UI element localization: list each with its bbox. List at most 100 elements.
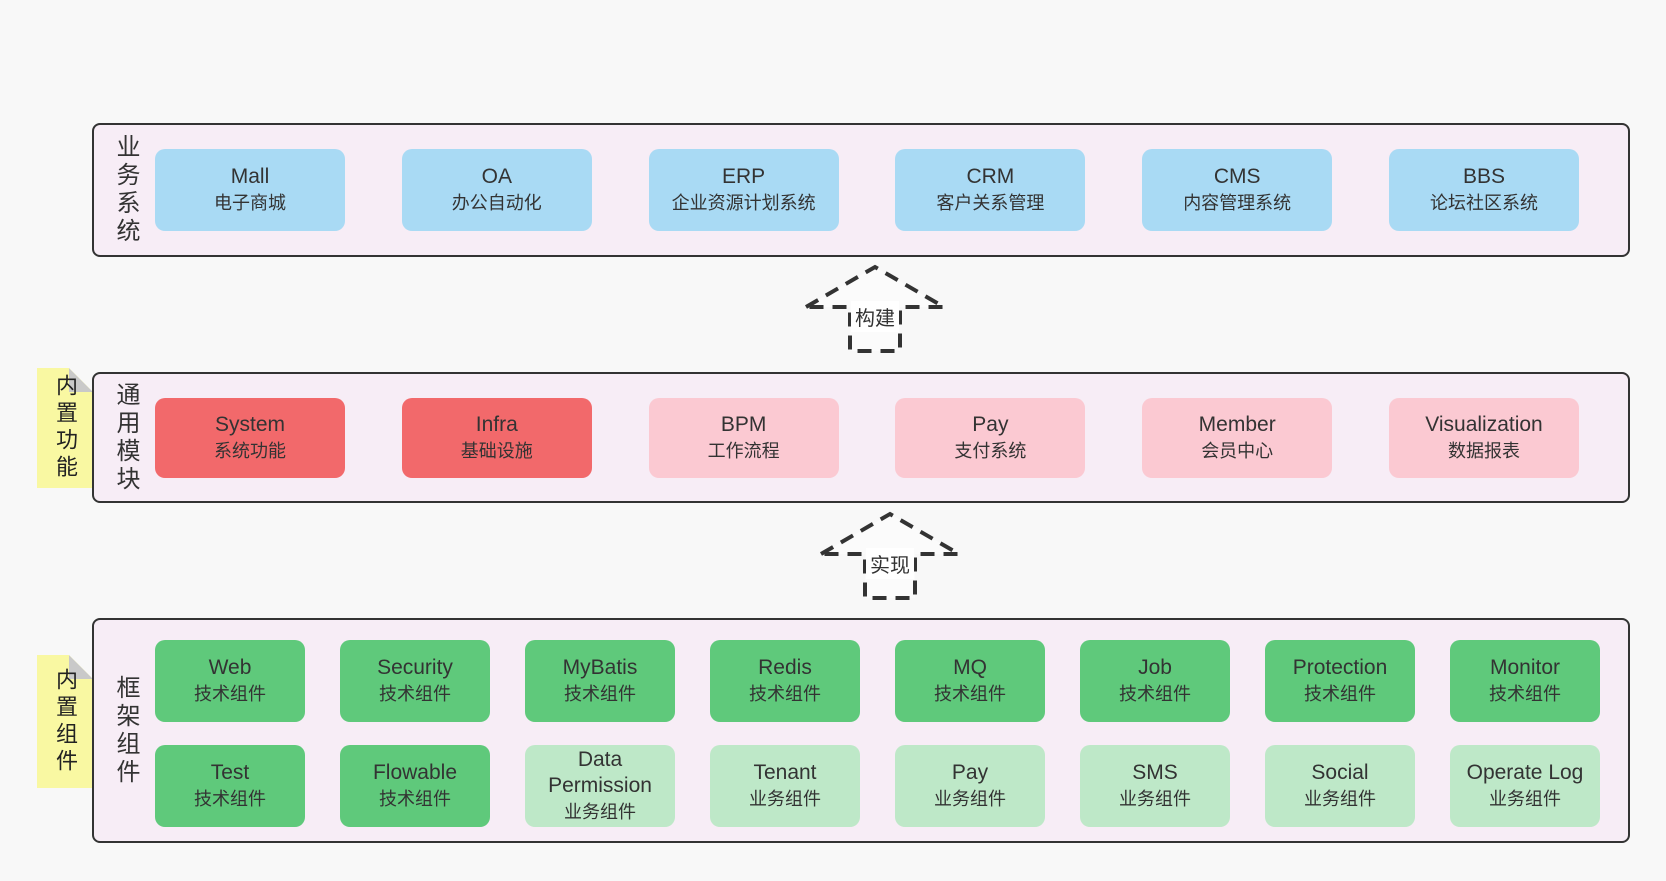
- sticky-label: 内置组件: [53, 667, 78, 776]
- box-member: Member 会员中心: [1142, 398, 1333, 478]
- sticky-note-builtin-components: 内置组件: [37, 655, 93, 788]
- box-mall: Mall 电子商城: [155, 149, 345, 231]
- box-title: Web: [208, 655, 252, 679]
- box-title: SMS: [1132, 760, 1178, 784]
- box-subtitle: 基础设施: [460, 441, 533, 462]
- implement-arrow: 实现: [815, 508, 965, 602]
- box-title: Infra: [475, 412, 518, 436]
- box-bbs: BBS 论坛社区系统: [1388, 149, 1579, 231]
- box-system: System 系统功能: [155, 398, 345, 478]
- sticky-note-builtin-features: 内置功能: [37, 368, 93, 488]
- box-subtitle: 办公自动化: [451, 193, 542, 214]
- box-infra: Infra 基础设施: [401, 398, 592, 478]
- box-subtitle: 技术组件: [1489, 684, 1561, 705]
- box-subtitle: 业务组件: [934, 789, 1006, 810]
- box-operate-log: Operate Log 业务组件: [1450, 745, 1600, 827]
- box-subtitle: 技术组件: [194, 684, 266, 705]
- box-title: Security: [377, 655, 453, 679]
- arrow-label: 构建: [851, 301, 899, 332]
- box-subtitle: 技术组件: [1304, 684, 1376, 705]
- box-protection: Protection 技术组件: [1265, 640, 1415, 722]
- panel-business-systems: 业务系统 Mall 电子商城 OA 办公自动化 ERP 企业资源计划系统 CRM…: [92, 123, 1630, 257]
- box-sms: SMS 业务组件: [1080, 745, 1230, 827]
- box-subtitle: 工作流程: [707, 441, 780, 462]
- box-subtitle: 业务组件: [1304, 789, 1376, 810]
- panel-side-label: 业务系统: [112, 134, 139, 246]
- box-title: Tenant: [753, 760, 817, 784]
- box-data-permission: Data Permission 业务组件: [525, 745, 675, 827]
- panel-side-label: 通用模块: [112, 381, 139, 494]
- build-arrow: 构建: [800, 261, 950, 355]
- box-oa: OA 办公自动化: [401, 149, 592, 231]
- box-subtitle: 系统功能: [214, 441, 286, 462]
- box-title: BPM: [720, 412, 767, 436]
- box-test: Test 技术组件: [155, 745, 305, 827]
- framework-components-row-2: Test 技术组件 Flowable 技术组件 Data Permission …: [155, 745, 1600, 827]
- box-subtitle: 数据报表: [1447, 441, 1520, 462]
- framework-components-row-1: Web 技术组件 Security 技术组件 MyBatis 技术组件 Redi…: [155, 640, 1600, 722]
- box-web: Web 技术组件: [155, 640, 305, 722]
- box-erp: ERP 企业资源计划系统: [648, 149, 839, 231]
- box-title: Redis: [758, 655, 812, 679]
- box-job: Job 技术组件: [1080, 640, 1230, 722]
- box-title: ERP: [722, 164, 766, 188]
- box-subtitle: 业务组件: [1489, 789, 1561, 810]
- box-monitor: Monitor 技术组件: [1450, 640, 1600, 722]
- common-modules-row: System 系统功能 Infra 基础设施 BPM 工作流程 Pay 支付系统…: [155, 398, 1579, 478]
- box-subtitle: 技术组件: [379, 789, 451, 810]
- box-pay-component: Pay 业务组件: [895, 745, 1045, 827]
- box-subtitle: 支付系统: [954, 441, 1027, 462]
- box-redis: Redis 技术组件: [710, 640, 860, 722]
- box-title: CMS: [1213, 164, 1261, 188]
- box-title: Protection: [1292, 655, 1388, 679]
- panel-side-label: 框架组件: [112, 674, 139, 787]
- box-subtitle: 客户关系管理: [936, 193, 1045, 214]
- box-crm: CRM 客户关系管理: [895, 149, 1086, 231]
- box-title: Pay: [951, 760, 989, 784]
- box-mybatis: MyBatis 技术组件: [525, 640, 675, 722]
- box-subtitle: 业务组件: [1119, 789, 1191, 810]
- box-social: Social 业务组件: [1265, 745, 1415, 827]
- box-title: Mall: [230, 164, 270, 188]
- panel-framework-components: 框架组件 Web 技术组件 Security 技术组件 MyBatis 技术组件…: [92, 618, 1630, 843]
- box-title: Data Permission: [548, 747, 652, 797]
- box-subtitle: 业务组件: [564, 802, 636, 823]
- box-title: Social: [1311, 760, 1369, 784]
- box-title: Flowable: [372, 760, 458, 784]
- arrow-label: 实现: [866, 548, 914, 579]
- box-title: Member: [1198, 412, 1276, 436]
- box-subtitle: 技术组件: [934, 684, 1006, 705]
- box-title: Pay: [972, 412, 1009, 436]
- box-subtitle: 论坛社区系统: [1429, 193, 1538, 214]
- box-subtitle: 技术组件: [564, 684, 636, 705]
- box-title: BBS: [1462, 164, 1505, 188]
- business-systems-row: Mall 电子商城 OA 办公自动化 ERP 企业资源计划系统 CRM 客户关系…: [155, 149, 1579, 231]
- box-title: Operate Log: [1466, 760, 1584, 784]
- box-subtitle: 内容管理系统: [1183, 193, 1292, 214]
- box-title: CRM: [966, 164, 1015, 188]
- box-pay-module: Pay 支付系统: [895, 398, 1086, 478]
- box-subtitle: 业务组件: [749, 789, 821, 810]
- box-subtitle: 会员中心: [1201, 441, 1274, 462]
- box-security: Security 技术组件: [340, 640, 490, 722]
- box-mq: MQ 技术组件: [895, 640, 1045, 722]
- box-title: Job: [1138, 655, 1172, 679]
- box-tenant: Tenant 业务组件: [710, 745, 860, 827]
- box-visualization: Visualization 数据报表: [1388, 398, 1579, 478]
- box-title: OA: [481, 164, 512, 188]
- box-flowable: Flowable 技术组件: [340, 745, 490, 827]
- box-subtitle: 技术组件: [1119, 684, 1191, 705]
- box-subtitle: 技术组件: [194, 789, 266, 810]
- box-title: Visualization: [1425, 412, 1543, 436]
- box-bpm: BPM 工作流程: [648, 398, 839, 478]
- box-title: Monitor: [1489, 655, 1561, 679]
- box-title: MQ: [953, 655, 987, 679]
- panel-common-modules: 通用模块 System 系统功能 Infra 基础设施 BPM 工作流程 Pay…: [92, 372, 1630, 503]
- box-subtitle: 技术组件: [379, 684, 451, 705]
- box-subtitle: 电子商城: [214, 193, 286, 214]
- sticky-label: 内置功能: [53, 374, 78, 482]
- box-title: Test: [210, 760, 250, 784]
- box-title: System: [214, 412, 285, 436]
- box-subtitle: 技术组件: [749, 684, 821, 705]
